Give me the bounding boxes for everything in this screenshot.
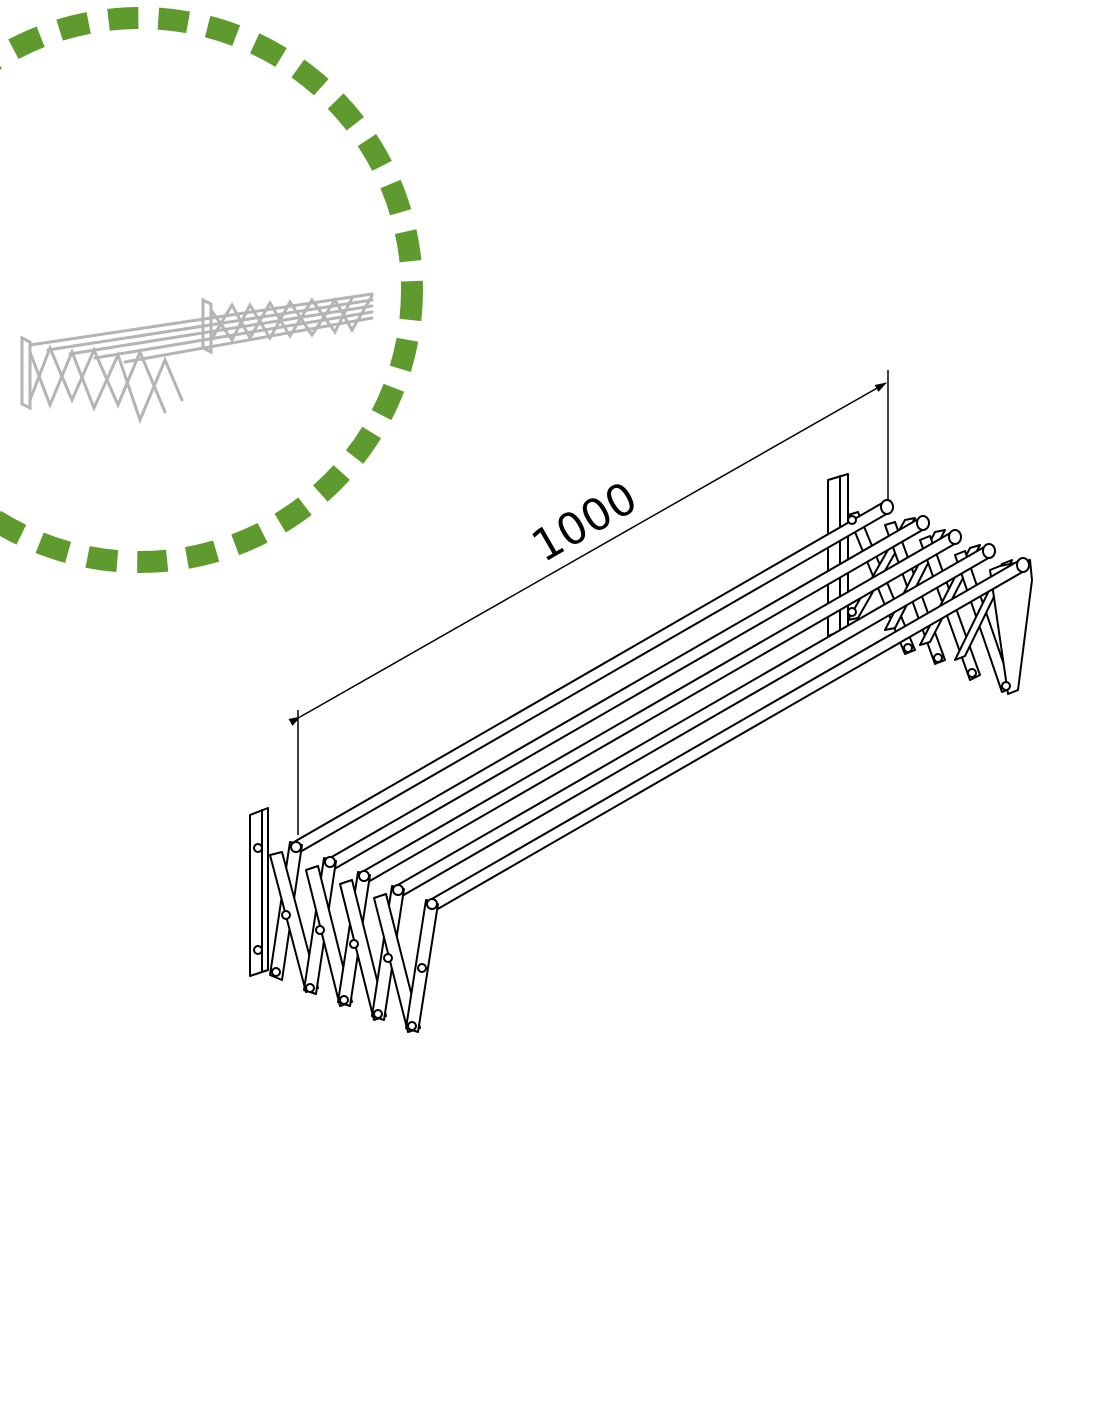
retracted-rack-preview-icon xyxy=(20,292,374,425)
pivots xyxy=(271,515,1011,1031)
rods xyxy=(293,499,1030,911)
dashed-circle-frame-icon xyxy=(0,7,423,573)
dimension-label: 1000 xyxy=(524,472,646,572)
dimension-line xyxy=(288,370,889,835)
left-scissor xyxy=(269,841,439,1033)
extended-rack-drawing-icon xyxy=(249,473,1033,1033)
